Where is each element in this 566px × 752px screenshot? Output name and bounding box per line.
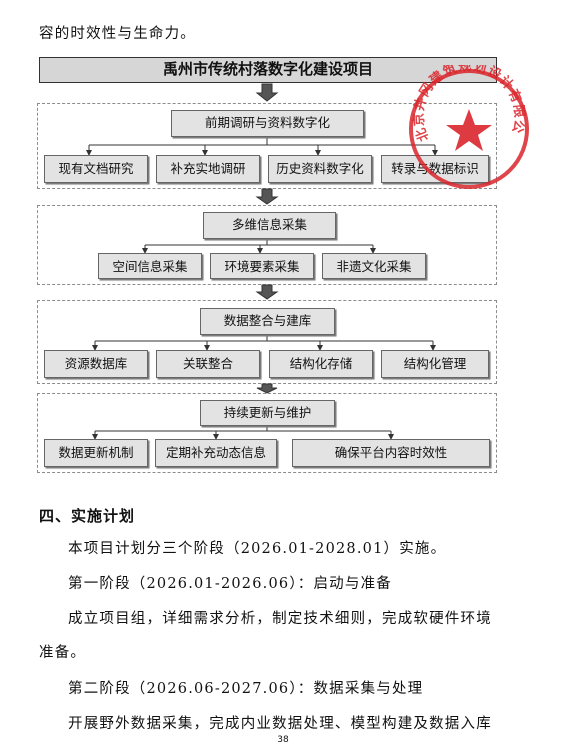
- page-number: 38: [277, 735, 289, 745]
- stage-1-item: 历史资料数字化: [268, 155, 372, 183]
- paragraph-line: 准备。: [39, 645, 87, 661]
- flowchart-title: 禹州市传统村落数字化建设项目: [39, 57, 497, 83]
- stage-3-head: 数据整合与建库: [200, 308, 335, 335]
- section-heading: 四、实施计划: [39, 507, 136, 525]
- stage-2-item: 空间信息采集: [98, 253, 202, 279]
- stage-4-item: 定期补充动态信息: [155, 439, 277, 467]
- stage-1-item: 现有文档研究: [44, 155, 148, 183]
- stage-4-item: 数据更新机制: [44, 439, 148, 467]
- stage-3-item: 结构化存储: [269, 350, 373, 378]
- stage-3-item: 关联整合: [156, 350, 260, 378]
- stage-4-head: 持续更新与维护: [200, 400, 335, 426]
- stage-2-item: 环境要素采集: [210, 253, 314, 279]
- paragraph-line: 第一阶段（2026.01-2026.06）：启动与准备: [68, 576, 392, 592]
- stage-3-item: 结构化管理: [381, 350, 489, 378]
- stage-4-item: 确保平台内容时效性: [292, 439, 490, 467]
- star-icon: [446, 109, 492, 151]
- paragraph-line: 成立项目组，详细需求分析，制定技术细则，完成软硬件环境: [68, 611, 492, 627]
- company-seal: 北京井冈建筑规划设计有限公司: [398, 54, 533, 193]
- stage-1-item: 补充实地调研: [156, 155, 260, 183]
- paragraph-line: 本项目计划分三个阶段（2026.01-2028.01）实施。: [68, 541, 447, 557]
- paragraph-line: 开展野外数据采集，完成内业数据处理、模型构建及数据入库: [68, 716, 492, 732]
- stage-2-item: 非遗文化采集: [322, 253, 426, 279]
- intro-text: 容的时效性与生命力。: [39, 26, 196, 42]
- stage-3-item: 资源数据库: [44, 350, 148, 378]
- stage-2-head: 多维信息采集: [203, 212, 336, 239]
- paragraph-line: 第二阶段（2026.06-2027.06）：数据采集与处理: [68, 681, 424, 697]
- stage-1-head: 前期调研与资料数字化: [171, 110, 364, 137]
